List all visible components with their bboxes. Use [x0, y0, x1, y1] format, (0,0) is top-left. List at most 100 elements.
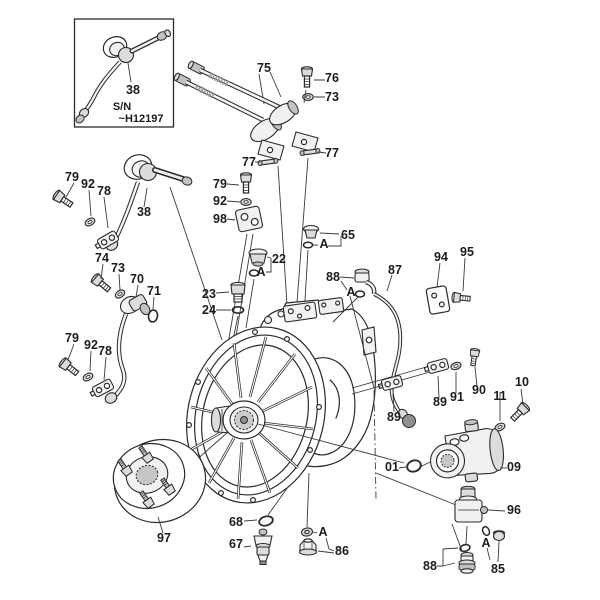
part-label-79: 79 [65, 170, 79, 184]
inset-part-label: 38 [126, 83, 140, 97]
pump-09 [429, 419, 504, 483]
inset-serial-prefix: S/N [113, 101, 131, 113]
bolt-10 [508, 400, 532, 424]
o-ring-a [354, 290, 366, 298]
part-label-86: 86 [335, 544, 349, 558]
bolt-79 [57, 356, 82, 379]
washer-92 [240, 198, 252, 206]
washer-92 [83, 215, 97, 229]
part-label-a: A [318, 525, 327, 539]
center-fittings [215, 172, 342, 345]
solenoid-96 [454, 485, 488, 523]
part-label-79: 79 [213, 177, 227, 191]
part-label-92: 92 [213, 194, 227, 208]
bolt-95 [450, 291, 472, 305]
bottom-center-parts [243, 472, 335, 565]
o-ring-68 [258, 515, 274, 527]
part-label-a: A [256, 265, 265, 279]
part-label-73: 73 [325, 90, 339, 104]
part-label-71: 71 [147, 284, 161, 298]
part-label-24: 24 [202, 303, 216, 317]
inset-serial-variant-box: 38 S/N ~H12197 [73, 18, 175, 128]
nut-86 [298, 538, 318, 556]
part-label-67: 67 [229, 537, 243, 551]
pin-77-left [257, 157, 279, 167]
o-ring-a [481, 525, 491, 537]
part-label-77: 77 [325, 146, 339, 160]
sensor-67 [253, 528, 273, 565]
plug-85 [492, 530, 506, 542]
part-label-79: 79 [65, 331, 79, 345]
part-label-65: 65 [341, 228, 355, 242]
part-label-89: 89 [387, 410, 401, 424]
valve-body [269, 100, 299, 126]
inset-lever-38 [75, 29, 172, 124]
breather-22 [248, 248, 268, 267]
part-label-78: 78 [98, 344, 112, 358]
part-label-96: 96 [507, 503, 521, 517]
plate-94 [425, 285, 451, 315]
part-label-74: 74 [95, 251, 109, 265]
rim-bolt-holes [186, 329, 323, 504]
coupling-97 [112, 431, 229, 534]
part-label-22: 22 [272, 252, 286, 266]
clamp-89 [376, 374, 404, 393]
part-label-94: 94 [434, 250, 448, 264]
bolt-79 [51, 188, 76, 211]
top-cover [282, 301, 318, 323]
o-ring-a [302, 241, 314, 249]
plug-23 [230, 281, 246, 303]
washer-92 [81, 370, 95, 384]
part-label-89: 89 [433, 395, 447, 409]
part-label-11: 11 [493, 389, 506, 403]
part-label-a: A [481, 536, 490, 550]
bolt-90 [467, 347, 481, 367]
part-label-88: 88 [423, 559, 437, 573]
right-side-parts [332, 257, 532, 501]
control-cable-assembly-75 [173, 60, 327, 325]
o-ring-01 [406, 459, 422, 473]
part-label-91: 91 [450, 390, 464, 404]
flywheel-spokes [190, 336, 314, 500]
part-label-23: 23 [202, 287, 216, 301]
elbow-fitting-88 [354, 268, 377, 295]
o-ring-24 [231, 305, 245, 315]
transmission-housing [185, 297, 431, 504]
labels-layer: 75 76 73 77 77 79 92 78 38 74 73 70 71 7… [65, 61, 529, 576]
part-label-01: 01 [385, 460, 399, 474]
breather-65 [302, 224, 320, 239]
part-label-78: 78 [97, 184, 111, 198]
pipe-87 [373, 292, 416, 428]
inset-serial-number: ~H12197 [119, 113, 164, 125]
part-label-85: 85 [491, 562, 505, 576]
fitting-88-bottom [458, 551, 476, 574]
part-label-a: A [346, 285, 355, 299]
part-label-87: 87 [388, 263, 402, 277]
o-ring [459, 543, 471, 553]
part-label-a: A [319, 237, 328, 251]
part-label-68: 68 [229, 515, 243, 529]
part-label-98: 98 [213, 212, 227, 226]
top-plate [317, 297, 345, 315]
part-label-97: 97 [157, 531, 171, 545]
bolt-79 [239, 172, 253, 194]
part-label-38: 38 [137, 205, 151, 219]
o-ring-71 [147, 309, 159, 323]
part-label-70: 70 [130, 272, 144, 286]
part-label-75: 75 [257, 61, 271, 75]
pump-assembly [257, 419, 507, 574]
part-label-95: 95 [460, 245, 474, 259]
part-label-09: 09 [507, 460, 521, 474]
part-label-88: 88 [326, 270, 340, 284]
part-label-92: 92 [84, 338, 98, 352]
elbow-fitting-70 [119, 294, 151, 316]
lever-38-assembly [51, 154, 223, 404]
pin-77-right [299, 147, 321, 157]
o-ring-a [248, 269, 260, 277]
washer-91 [449, 360, 463, 372]
part-label-77: 77 [242, 155, 256, 169]
bracket-98 [234, 205, 264, 233]
part-label-10: 10 [515, 375, 529, 389]
